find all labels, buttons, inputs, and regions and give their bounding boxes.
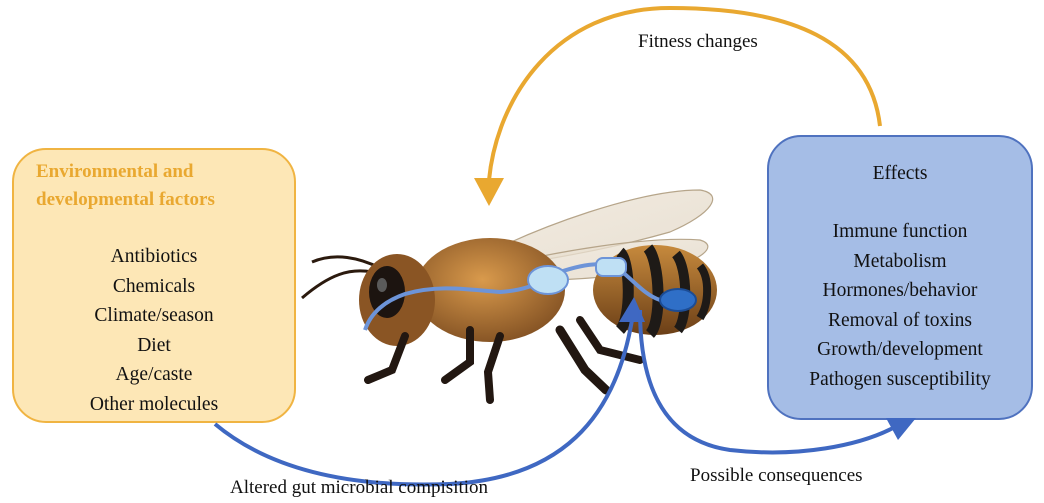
fitness-changes-label: Fitness changes bbox=[638, 31, 758, 53]
honeybee-icon bbox=[302, 190, 717, 400]
possible-consequences-label: Possible consequences bbox=[690, 465, 863, 487]
altered-gut-label: Altered gut microbial compisition bbox=[230, 477, 488, 499]
fitness-arrowhead bbox=[474, 178, 504, 206]
